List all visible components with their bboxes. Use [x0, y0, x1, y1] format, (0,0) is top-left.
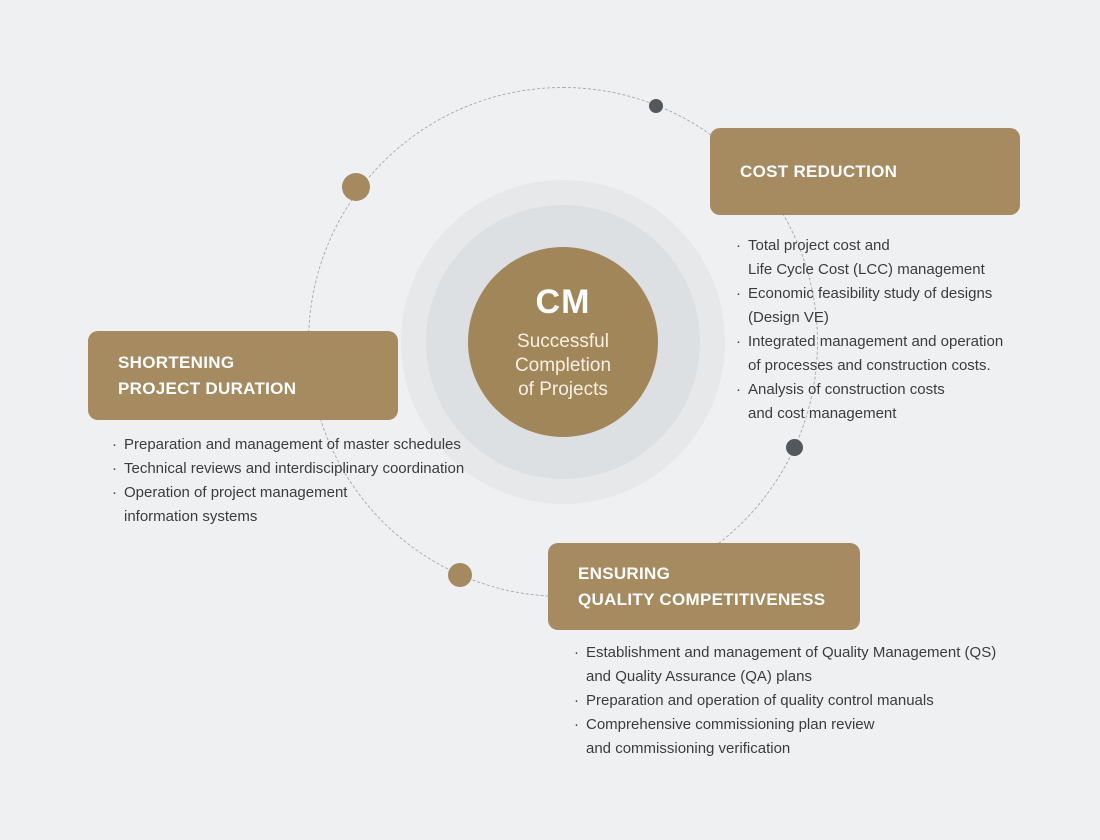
- list-item: · Integrated management and operation of…: [736, 330, 1036, 378]
- list-item: · Economic feasibility study of designs …: [736, 282, 1036, 330]
- bullet-marker: ·: [112, 484, 117, 501]
- list-item: · Establishment and management of Qualit…: [574, 641, 1034, 689]
- bullet-text: Analysis of construction costs and cost …: [748, 381, 945, 422]
- bullet-marker: ·: [736, 285, 741, 302]
- list-item: · Technical reviews and interdisciplinar…: [112, 457, 507, 481]
- bullet-text: Economic feasibility study of designs (D…: [748, 285, 993, 326]
- bullet-text: Preparation and management of master sch…: [124, 436, 461, 453]
- bullet-text: Technical reviews and interdisciplinary …: [124, 460, 465, 477]
- project-duration-title: SHORTENING PROJECT DURATION: [118, 352, 297, 398]
- list-item: · Preparation and operation of quality c…: [574, 689, 1034, 713]
- list-item: · Operation of project management inform…: [112, 481, 507, 529]
- bullet-text: Operation of project management informat…: [124, 484, 348, 525]
- orbit-dot-left: [342, 173, 370, 201]
- center-title: CM: [535, 282, 591, 321]
- bullet-marker: ·: [574, 692, 579, 709]
- bullet-marker: ·: [574, 716, 579, 733]
- list-item: · Comprehensive commissioning plan revie…: [574, 713, 1034, 761]
- orbit-dot-right: [786, 439, 803, 456]
- list-item: · Total project cost and Life Cycle Cost…: [736, 234, 1036, 282]
- orbit-dot-top: [649, 99, 663, 113]
- bullet-text: Comprehensive commissioning plan review …: [586, 716, 875, 757]
- bullet-text: Establishment and management of Quality …: [586, 644, 997, 685]
- orbit-dot-bottom: [448, 563, 472, 587]
- bullet-text: Integrated management and operation of p…: [748, 333, 1004, 374]
- bullet-marker: ·: [112, 436, 117, 453]
- bullet-text: Total project cost and Life Cycle Cost (…: [748, 237, 985, 278]
- bullet-marker: ·: [736, 381, 741, 398]
- quality-competitiveness-card: ENSURING QUALITY COMPETITIVENESS: [548, 543, 860, 630]
- list-item: · Analysis of construction costs and cos…: [736, 378, 1036, 426]
- quality-competitiveness-title: ENSURING QUALITY COMPETITIVENESS: [578, 563, 826, 609]
- bullet-text: Preparation and operation of quality con…: [586, 692, 934, 709]
- list-item: · Preparation and management of master s…: [112, 433, 507, 457]
- center-subtitle: Successful Completion of Projects: [514, 330, 612, 400]
- bullet-marker: ·: [574, 644, 579, 661]
- cost-reduction-list: · Total project cost and Life Cycle Cost…: [736, 234, 1036, 426]
- project-duration-list: · Preparation and management of master s…: [112, 433, 507, 529]
- cost-reduction-title: COST REDUCTION: [740, 161, 898, 181]
- cost-reduction-card: COST REDUCTION: [710, 128, 1020, 215]
- bullet-marker: ·: [736, 237, 741, 254]
- project-duration-card: SHORTENING PROJECT DURATION: [88, 331, 398, 420]
- center-circle: CM Successful Completion of Projects: [468, 247, 658, 437]
- bullet-marker: ·: [112, 460, 117, 477]
- bullet-marker: ·: [736, 333, 741, 350]
- quality-competitiveness-list: · Establishment and management of Qualit…: [574, 641, 1034, 761]
